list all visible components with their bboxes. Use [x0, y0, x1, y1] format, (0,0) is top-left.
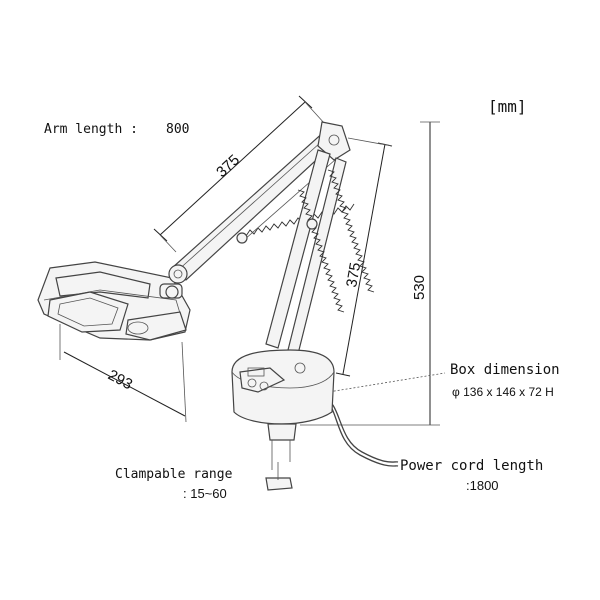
clampable-range-value: : 15~60	[183, 486, 227, 501]
lamp-base	[231, 349, 335, 425]
top-joint	[317, 121, 351, 161]
upper-arm-length-text: 375	[213, 151, 243, 181]
arm-length-label: Arm length :	[44, 122, 138, 137]
power-cord-value: :1800	[466, 478, 499, 493]
box-dimension-value: φ 136 x 146 x 72 H	[452, 385, 554, 399]
head-width-text: 293	[105, 367, 135, 394]
box-dimension-leader	[309, 372, 446, 396]
height-dimension: 530	[300, 121, 440, 426]
lamp-head	[37, 261, 191, 341]
clampable-range-label: Clampable range	[115, 467, 233, 482]
box-dimension-label: Box dimension	[450, 362, 560, 378]
power-cord-label: Power cord length	[400, 458, 543, 474]
lower-arm-dimension: 375	[335, 137, 393, 377]
unit-label: [mm]	[488, 97, 527, 116]
lamp-illustration	[37, 121, 399, 491]
desk-clamp	[265, 423, 297, 491]
arm-length-value: 800	[166, 122, 189, 137]
lower-arm-length-text: 375	[343, 261, 364, 289]
height-text: 530	[411, 275, 428, 300]
elbow-joint	[159, 264, 188, 299]
